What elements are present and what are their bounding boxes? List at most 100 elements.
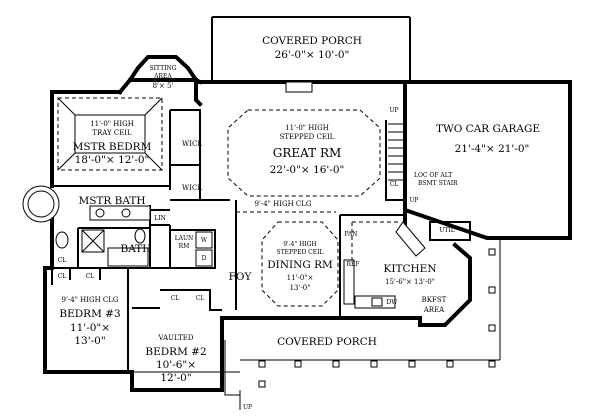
covered-porch-bottom-name: COVERED PORCH — [277, 336, 377, 348]
up-label: UP — [409, 197, 418, 204]
wall-bedrm-split — [127, 268, 222, 372]
fireplace-icon — [285, 81, 313, 93]
wicl-2-name: WICL — [182, 184, 202, 192]
dining-rm-note1: 9'-4" HIGH — [283, 241, 317, 248]
bedrm3-note: 9'-4" HIGH CLG — [61, 296, 118, 304]
wall-west — [43, 90, 224, 392]
washer-icon — [195, 231, 213, 249]
laun-name1: LAUN — [175, 235, 194, 242]
cl-label: CL — [58, 273, 67, 280]
d-label: D — [202, 255, 207, 262]
cl-label: CL — [196, 295, 205, 302]
toilet-icon — [55, 231, 69, 249]
fixtures — [22, 81, 501, 410]
bkfst-name2: AREA — [423, 306, 445, 314]
lin-name: LIN — [154, 215, 166, 222]
porch-columns — [258, 248, 496, 388]
shower-x-icon — [81, 229, 105, 253]
mstr-bath-name: MSTR BATH — [78, 195, 145, 207]
foy-name: FOY — [229, 271, 253, 283]
wall-garage — [403, 80, 572, 240]
ref-name: REF — [346, 261, 359, 268]
bkfst-name1: BKFST — [422, 296, 447, 304]
bedrm2-dims2: 12'-0" — [160, 372, 191, 384]
mstr-bedrm-note2: TRAY CEIL — [92, 129, 132, 137]
bedrm2-note: VAULTED — [157, 334, 193, 342]
wall-stair — [385, 120, 405, 201]
cl-label: CL — [390, 181, 399, 188]
dining-rm-note2: STEPPED CEIL — [277, 249, 324, 256]
dining-rm-stepped-ceil — [261, 221, 339, 307]
counter-angled-icon — [395, 221, 426, 257]
interior-walls — [51, 109, 405, 372]
up-label: UP — [389, 107, 398, 114]
wall-closets — [51, 268, 101, 285]
up-label: UP — [243, 404, 252, 411]
tray-ceiling-inner — [57, 97, 163, 171]
bedrm2-dims1: 10'-6"× — [156, 359, 196, 371]
cl-label: CL — [58, 257, 67, 264]
porch-column — [488, 324, 496, 332]
tub-inner-icon — [27, 190, 55, 218]
mstr-bedrm-note1: 11'-0" HIGH — [90, 120, 134, 128]
room-labels: COVERED PORCH 26'-0"× 10'-0" SITTING ARE… — [59, 35, 540, 384]
small-labels: CL CL CL CL CL CL W D UP UP UP — [58, 107, 419, 411]
dryer-icon — [195, 249, 213, 267]
sink-icon — [121, 208, 131, 218]
wall-laun — [169, 225, 216, 269]
great-rm-dims: 22'-0"× 16'-0" — [270, 164, 345, 176]
dw-name: DW — [387, 299, 399, 306]
bedrm2-name: BEDRM #2 — [145, 346, 206, 358]
wall-mstr-east — [170, 109, 201, 200]
sink-kitchen-icon — [371, 297, 383, 307]
pan-name: PAN — [344, 231, 357, 238]
stair-icon — [388, 123, 404, 181]
util-name: UTIL — [439, 227, 454, 234]
sitting-area-dims: 8'× 5' — [153, 82, 174, 90]
wall-bath-split — [77, 227, 150, 268]
great-rm-name: GREAT RM — [273, 146, 342, 160]
wall-wicl-split — [170, 164, 230, 201]
porch-column — [408, 360, 416, 368]
kitchen-name: KITCHEN — [383, 263, 436, 275]
garage-name: TWO CAR GARAGE — [436, 123, 540, 135]
porch-column — [488, 360, 496, 368]
kitchen-dash — [351, 221, 400, 305]
bath-name: BATH — [121, 243, 152, 255]
loc-alt-stair-line1: LOC OF ALT — [414, 172, 452, 179]
porch-column — [488, 248, 496, 256]
mstr-bedrm-name: MSTR BEDRM — [73, 141, 152, 153]
porch-column — [294, 360, 302, 368]
sink-icon — [95, 208, 105, 218]
sitting-area-name: SITTING — [149, 65, 176, 72]
w-label: W — [201, 237, 208, 244]
porch-column — [488, 286, 496, 294]
ref-icon — [343, 259, 355, 305]
dining-rm-dims2: 13'-0" — [290, 284, 311, 292]
loc-alt-stair-line2: BSMT STAIR — [418, 180, 458, 187]
great-rm-stepped-ceil — [227, 109, 381, 197]
great-rm-note1: 11'-0" HIGH — [285, 124, 329, 132]
hall-clg-note: 9'-4" HIGH CLG — [254, 200, 311, 208]
porch-column — [332, 360, 340, 368]
bedrm3-dims2: 13'-0" — [74, 335, 105, 347]
porch-column — [258, 380, 266, 388]
vanity-icon — [89, 205, 151, 221]
great-rm-note2: STEPPED CEIL — [280, 133, 335, 141]
kitchen-dims: 15'-6"× 13'-0" — [385, 278, 435, 286]
dining-rm-dims1: 11'-0"× — [287, 274, 314, 282]
bath-toilet-icon — [134, 228, 146, 244]
cl-label: CL — [171, 295, 180, 302]
laun-name2: RM — [179, 243, 190, 250]
porch-column — [258, 360, 266, 368]
sitting-area-outline — [128, 56, 198, 81]
covered-porch-top-name: COVERED PORCH — [262, 35, 362, 47]
bath-tub-icon — [107, 247, 149, 267]
util-wall — [429, 221, 471, 241]
porch-step — [224, 340, 240, 396]
dining-rm-name: DINING RM — [267, 259, 333, 271]
wicl-1-name: WICL — [182, 140, 202, 148]
covered-porch-top-outline — [211, 16, 411, 82]
garage-dims: 21'-4"× 21'-0" — [455, 143, 530, 155]
